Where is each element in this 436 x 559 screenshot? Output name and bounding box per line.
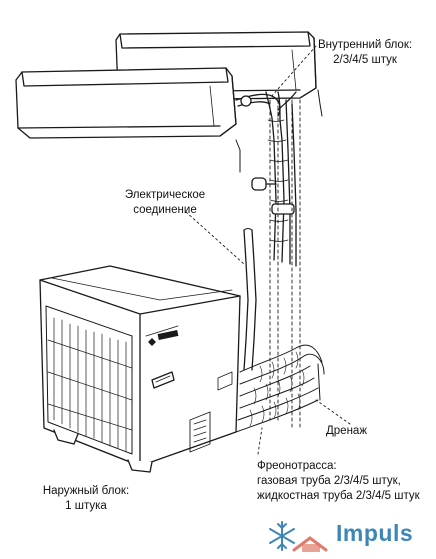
electric-connection-label: Электрическое соединение — [110, 188, 220, 218]
watermark-text: Impuls — [336, 520, 414, 546]
snowflake-icon — [269, 521, 328, 552]
outdoor-unit — [39, 265, 241, 473]
indoor-unit-title: Внутренний блок: — [317, 39, 413, 51]
wall-guide-lines — [269, 99, 301, 431]
freon-line-title: Фреонотрасса: — [257, 460, 337, 472]
outdoor-unit-label: Наружный блок: 1 штука — [28, 484, 144, 514]
impuls-watermark: Impuls — [264, 512, 434, 556]
electric-connection-line1: Электрическое — [124, 189, 206, 201]
drain-label: Дренаж — [326, 425, 368, 437]
electrical-cable — [243, 228, 257, 371]
freon-lines — [235, 344, 325, 433]
freon-liquid-pipe: жидкостная труба 2/3/4/5 штук — [257, 490, 420, 502]
electric-connection-line2: соединение — [133, 204, 197, 216]
indoor-unit-count: 2/3/4/5 штук — [333, 54, 397, 66]
freon-gas-pipe: газовая труба 2/3/4/5 штук, — [257, 475, 401, 487]
outdoor-unit-title: Наружный блок: — [42, 485, 130, 497]
outdoor-unit-count: 1 штука — [65, 500, 107, 512]
indoor-unit-label: Внутренний блок: 2/3/4/5 штук — [317, 38, 413, 68]
indoor-unit-front — [15, 67, 241, 173]
pointer-lines — [185, 45, 351, 455]
freon-line-label: Фреонотрасса: газовая труба 2/3/4/5 штук… — [257, 459, 420, 504]
